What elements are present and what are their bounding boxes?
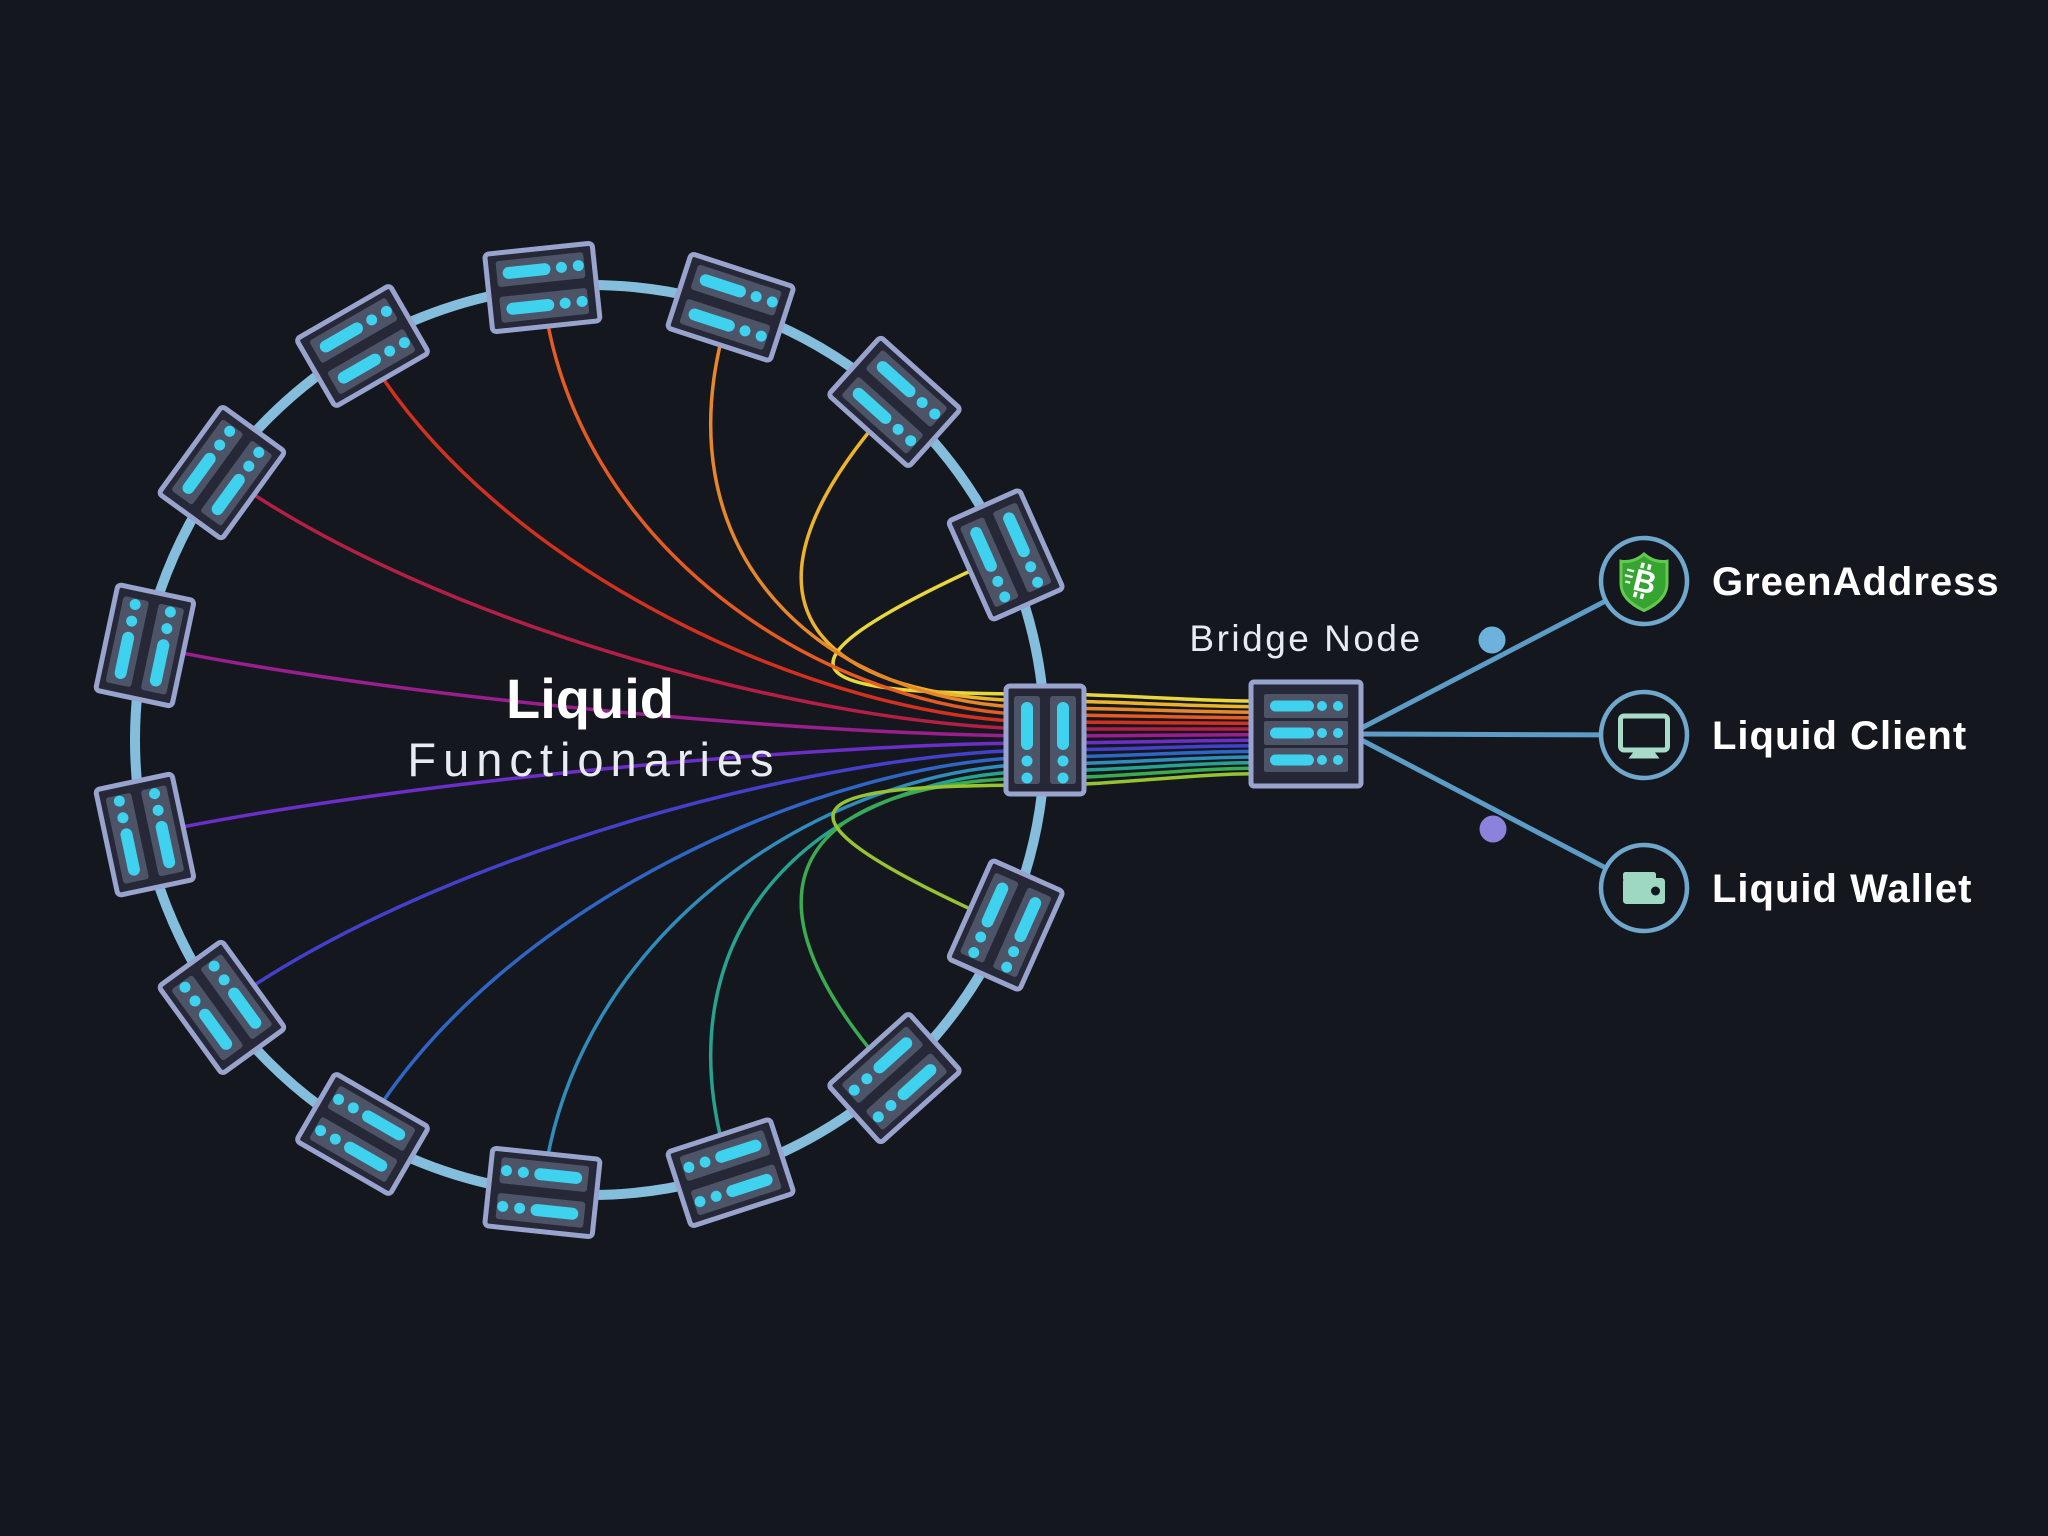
- service-label-liquid-client: Liquid Client: [1712, 714, 1967, 758]
- service-liquid-wallet: [1598, 842, 1690, 934]
- server-icon: [157, 405, 287, 541]
- wallet-icon: [1623, 872, 1665, 904]
- bridge-layer: [1248, 679, 1364, 789]
- functionary-link: [220, 471, 1256, 731]
- functionary-link: [220, 744, 1257, 1009]
- bridge-service-link: [1348, 731, 1646, 891]
- monitor-icon: [1618, 713, 1670, 759]
- connector-dot: [1479, 815, 1507, 843]
- functionary-node: [665, 252, 796, 363]
- functionary-link: [540, 287, 1257, 720]
- functionary-node: [482, 1145, 603, 1240]
- links-layer: [144, 287, 1257, 1193]
- functionary-node: [1003, 683, 1087, 797]
- server-icon: [827, 1012, 962, 1145]
- functionary-link: [831, 772, 1257, 927]
- functionary-node: [157, 405, 287, 541]
- functionary-link: [144, 738, 1257, 837]
- server-icon: [827, 335, 962, 468]
- title-liquid: Liquid: [506, 667, 674, 730]
- functionary-link: [709, 306, 1257, 714]
- functionary-node: [295, 1072, 430, 1196]
- functionary-link: [144, 643, 1257, 738]
- title-functionaries: Functionaries: [407, 733, 780, 786]
- functionary-link: [540, 755, 1257, 1193]
- functionary-node: [482, 240, 603, 335]
- shield-shape: [1619, 551, 1669, 613]
- service-liquid-client: [1598, 689, 1690, 781]
- functionary-node: [93, 582, 197, 709]
- bitcoin-shield-icon: B: [1619, 551, 1669, 613]
- bridge-node-label: Bridge Node: [1189, 618, 1422, 659]
- server-icon: [157, 939, 287, 1075]
- connector-dot: [1478, 626, 1506, 654]
- functionary-node: [93, 771, 197, 898]
- functionary-link: [360, 345, 1257, 726]
- bridge-service-link: [1348, 578, 1646, 737]
- bridge-node: [1248, 679, 1364, 789]
- functionary-node: [157, 939, 287, 1075]
- bridge-service-link: [1349, 731, 1645, 738]
- functionary-link: [360, 749, 1257, 1135]
- functionary-node: [665, 1117, 796, 1228]
- service-label-liquid-wallet: Liquid Wallet: [1712, 867, 1972, 911]
- functionary-node: [295, 284, 430, 408]
- service-label-greenaddress: GreenAddress: [1712, 560, 2000, 604]
- functionary-node: [827, 1012, 962, 1145]
- service-greenaddress: B: [1598, 535, 1690, 627]
- service-circle: [1598, 689, 1690, 781]
- functionary-node: [946, 488, 1065, 622]
- functionary-node: [946, 858, 1065, 992]
- functionary-link: [799, 400, 1257, 709]
- bridge-links-layer: [1348, 578, 1646, 891]
- labels-layer: Liquid Functionaries Bridge Node GreenAd…: [407, 560, 2000, 911]
- functionary-node: [827, 335, 962, 468]
- nodes-layer: [93, 240, 1087, 1240]
